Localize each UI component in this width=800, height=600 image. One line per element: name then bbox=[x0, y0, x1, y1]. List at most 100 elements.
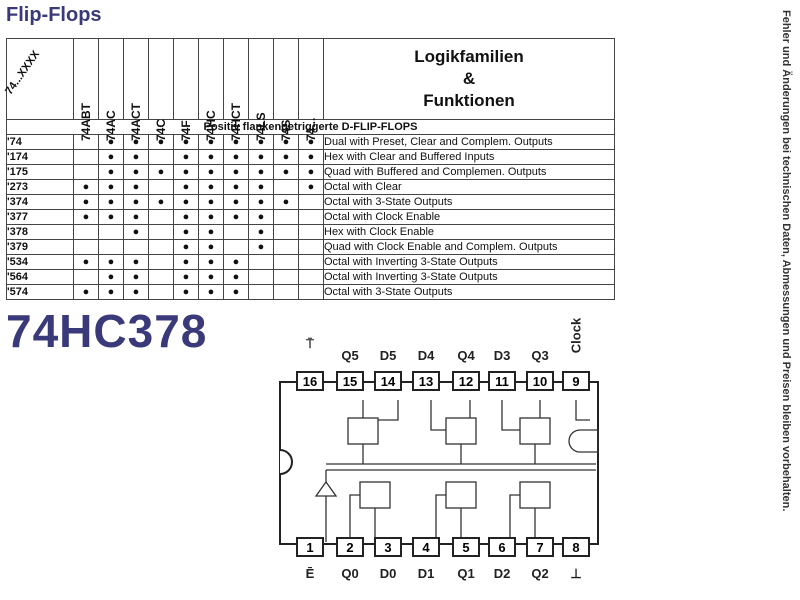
availability-cell bbox=[148, 179, 174, 195]
availability-cell: ● bbox=[98, 269, 124, 285]
availability-cell bbox=[73, 224, 99, 240]
availability-cell bbox=[273, 254, 299, 270]
availability-cell: ● bbox=[273, 164, 299, 180]
function-description-cell: Octal with Inverting 3-State Outputs bbox=[323, 269, 615, 285]
availability-cell: ● bbox=[198, 224, 224, 240]
function-description-cell: Quad with Clock Enable and Complem. Outp… bbox=[323, 239, 615, 255]
pin-number: 8 bbox=[572, 540, 579, 555]
pin-box bbox=[452, 371, 480, 391]
availability-cell: ● bbox=[173, 269, 199, 285]
availability-cell: ● bbox=[98, 209, 124, 225]
family-header: 74C bbox=[148, 38, 174, 141]
availability-cell: ● bbox=[248, 209, 274, 225]
availability-cell: ● bbox=[173, 149, 199, 165]
part-code-cell: '574 bbox=[6, 284, 74, 300]
availability-cell bbox=[148, 254, 174, 270]
function-header-line: & bbox=[462, 69, 476, 88]
pin-number: 16 bbox=[303, 374, 317, 389]
availability-cell: ● bbox=[73, 194, 99, 210]
pin-number: 7 bbox=[536, 540, 543, 555]
availability-cell: ● bbox=[123, 284, 149, 300]
pin-label: D2 bbox=[493, 566, 511, 581]
availability-cell: ● bbox=[223, 149, 249, 165]
availability-cell: ● bbox=[198, 164, 224, 180]
family-header: 74ABT bbox=[73, 38, 99, 141]
availability-cell: ● bbox=[123, 209, 149, 225]
pin-number: 14 bbox=[381, 374, 396, 389]
table-row: '175●●●●●●●●●Quad with Buffered and Comp… bbox=[6, 164, 615, 180]
pin-box bbox=[526, 537, 554, 557]
availability-cell: ● bbox=[123, 224, 149, 240]
family-label: 74S bbox=[279, 119, 293, 141]
function-header-line: Logikfamilien bbox=[414, 47, 524, 66]
table-row: '273●●●●●●●●Octal with Clear bbox=[6, 179, 615, 195]
availability-cell bbox=[98, 224, 124, 240]
availability-cell bbox=[298, 224, 324, 240]
pin-number: 4 bbox=[422, 540, 430, 555]
availability-cell: ● bbox=[98, 149, 124, 165]
availability-cell bbox=[223, 239, 249, 255]
pin-box bbox=[374, 537, 402, 557]
availability-cell bbox=[273, 224, 299, 240]
pin-box bbox=[336, 537, 364, 557]
pin-number: 6 bbox=[498, 540, 505, 555]
availability-cell: ● bbox=[98, 284, 124, 300]
availability-cell bbox=[248, 254, 274, 270]
availability-cell bbox=[298, 269, 324, 285]
availability-cell: ● bbox=[298, 149, 324, 165]
availability-cell: ● bbox=[198, 179, 224, 195]
wire bbox=[362, 444, 536, 464]
availability-cell: ● bbox=[198, 149, 224, 165]
pin-number: 15 bbox=[343, 374, 357, 389]
availability-cell: ● bbox=[173, 194, 199, 210]
availability-cell: ● bbox=[173, 179, 199, 195]
availability-cell bbox=[223, 224, 249, 240]
table-row: '377●●●●●●●Octal with Clock Enable bbox=[6, 209, 615, 225]
availability-cell: ● bbox=[98, 194, 124, 210]
family-header: 74AC bbox=[98, 38, 124, 141]
part-number: 74HC378 bbox=[6, 305, 208, 357]
disclaimer-note: Fehler und Änderungen bei technischen Da… bbox=[780, 10, 800, 590]
availability-cell: ● bbox=[123, 149, 149, 165]
availability-cell: ● bbox=[223, 164, 249, 180]
logic-family-table: 74...XXXX 74ABT 74AC 74ACT 74C 74F 74HC … bbox=[3, 38, 615, 300]
family-header: 74HCT bbox=[223, 38, 249, 141]
availability-cell bbox=[273, 179, 299, 195]
availability-cell: ● bbox=[123, 254, 149, 270]
pin-label: Q5 bbox=[341, 348, 359, 363]
availability-cell bbox=[73, 269, 99, 285]
pin-label: Q0 bbox=[341, 566, 359, 581]
pin-label: D3 bbox=[493, 348, 511, 363]
pin-label: Q2 bbox=[531, 566, 549, 581]
family-label: 74ABT bbox=[79, 102, 93, 141]
availability-cell: ● bbox=[248, 164, 274, 180]
family-header: 74... bbox=[298, 38, 324, 141]
availability-cell: ● bbox=[298, 179, 324, 195]
availability-cell: ● bbox=[73, 254, 99, 270]
part-code-cell: '564 bbox=[6, 269, 74, 285]
availability-cell: ● bbox=[73, 179, 99, 195]
pin-label: Ē bbox=[305, 566, 315, 581]
table-row: '379●●●Quad with Clock Enable and Comple… bbox=[6, 239, 615, 255]
pin-number: 3 bbox=[384, 540, 391, 555]
pin-label: D1 bbox=[417, 566, 435, 581]
pin-label: D4 bbox=[417, 348, 435, 363]
pin-box bbox=[374, 371, 402, 391]
pin-box bbox=[336, 371, 364, 391]
availability-cell bbox=[98, 239, 124, 255]
chip-body bbox=[279, 381, 599, 545]
part-code-cell: '174 bbox=[6, 149, 74, 165]
availability-cell bbox=[273, 284, 299, 300]
availability-cell: ● bbox=[123, 269, 149, 285]
availability-cell: ● bbox=[248, 239, 274, 255]
pin-box bbox=[412, 537, 440, 557]
availability-cell: ● bbox=[173, 164, 199, 180]
function-description-cell: Octal with Clear bbox=[323, 179, 615, 195]
availability-cell bbox=[148, 269, 174, 285]
pin-label: D0 bbox=[379, 566, 397, 581]
function-description-cell: Hex with Clock Enable bbox=[323, 224, 615, 240]
availability-cell: ● bbox=[248, 149, 274, 165]
table-row: '74●●●●●●●●●Dual with Preset, Clear and … bbox=[6, 134, 615, 150]
availability-cell bbox=[298, 284, 324, 300]
